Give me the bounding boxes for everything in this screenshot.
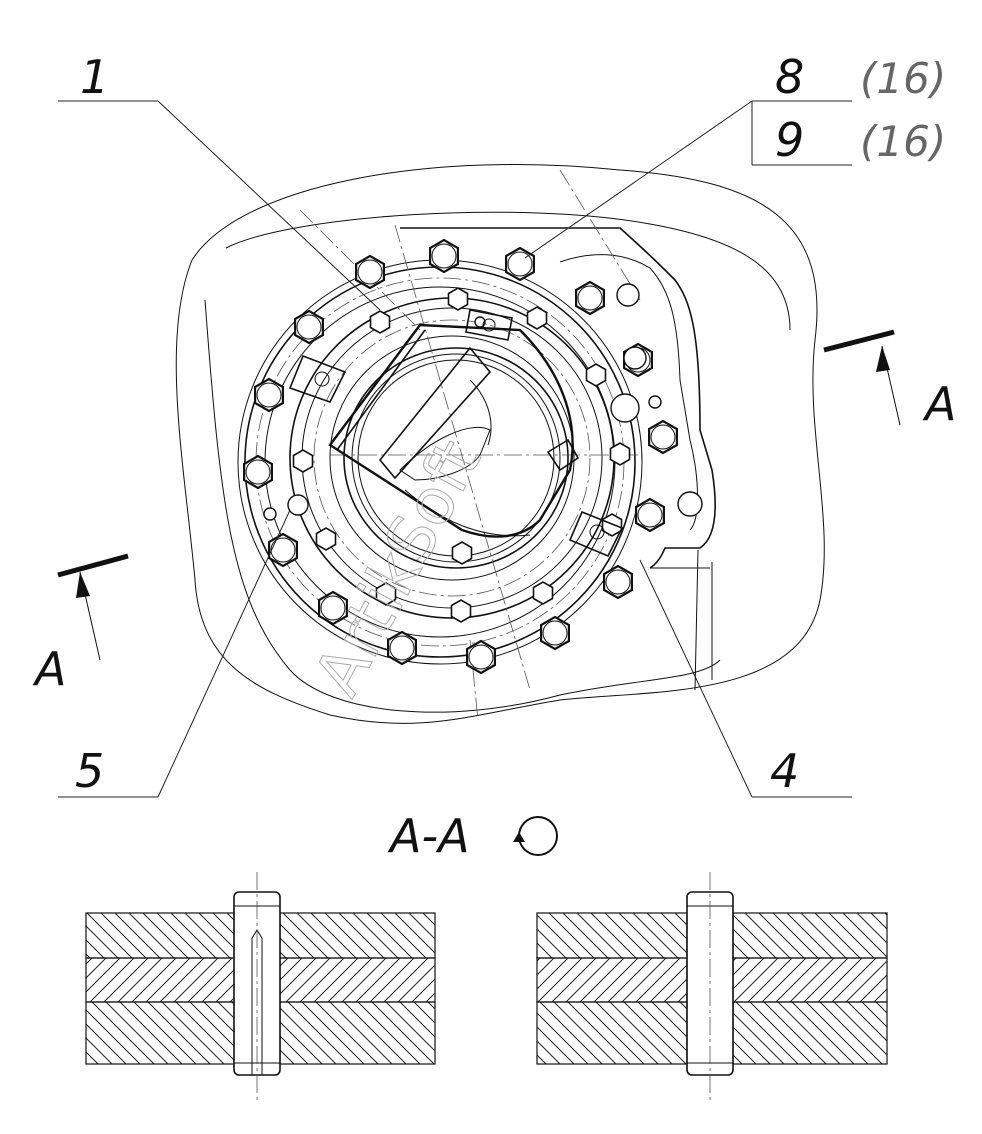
hex-screw <box>292 449 314 473</box>
callout-9: 9 <box>775 113 804 167</box>
pin-hole <box>616 283 640 307</box>
hex-screw <box>375 582 397 606</box>
clamp-blocks <box>288 309 624 558</box>
hex-screw <box>450 599 472 623</box>
hex-bolt <box>294 309 324 345</box>
hex-bolt <box>466 639 496 675</box>
section-marker-right: A <box>823 329 956 431</box>
hex-bolt <box>505 246 536 282</box>
hex-bolt <box>318 590 348 626</box>
pin-holes <box>263 283 703 521</box>
leader-lines <box>58 100 852 798</box>
hex-bolt <box>268 532 298 568</box>
hex-screw <box>369 310 391 334</box>
pin-hole <box>610 393 640 423</box>
pin-hole <box>474 316 486 328</box>
hex-screw <box>532 581 554 605</box>
callout-1: 1 <box>80 50 109 104</box>
hex-screw <box>526 306 548 330</box>
pin-hole <box>648 395 662 409</box>
pin-hole <box>263 507 277 521</box>
hex-bolt <box>634 497 666 533</box>
housing-outline <box>175 163 825 724</box>
hex-bolt <box>647 419 679 455</box>
hex-bolt <box>602 564 634 600</box>
hex-bolt <box>254 377 284 413</box>
rotate-icon <box>513 816 558 856</box>
hex-bolt <box>387 630 417 666</box>
section-title: A-A <box>387 809 558 863</box>
hex-bolt <box>574 280 606 316</box>
hex-bolt <box>429 238 459 274</box>
hex-bolt <box>539 615 571 651</box>
hex-bolt <box>243 454 273 490</box>
pin-hole <box>623 346 647 370</box>
callout-4: 4 <box>770 744 799 798</box>
callout-8: 8 <box>775 50 804 104</box>
section-mark-right: A <box>922 377 956 431</box>
bracket-plate <box>400 227 717 691</box>
callout-5: 5 <box>75 744 104 798</box>
pin-hole <box>677 491 703 517</box>
hex-screw <box>609 442 631 466</box>
section-marker-left: A <box>32 553 129 696</box>
section-view-right <box>536 872 888 1100</box>
section-title-text: A-A <box>387 809 470 863</box>
section-view-left <box>85 872 436 1100</box>
coupling-block <box>328 323 580 538</box>
callout-labels: 1 8 (16) 9 (16) 5 4 <box>75 50 946 798</box>
hex-bolt <box>355 254 385 290</box>
hex-screw <box>447 287 469 311</box>
bolt-circle <box>243 238 679 675</box>
hex-screw <box>451 541 473 565</box>
hex-screw <box>315 527 337 551</box>
callout-9-quantity: (16) <box>860 117 946 166</box>
pin-hole <box>287 494 309 516</box>
callout-8-quantity: (16) <box>860 54 946 103</box>
section-mark-left: A <box>32 642 66 696</box>
hex-screw <box>585 363 607 387</box>
hex-screw <box>601 513 623 537</box>
